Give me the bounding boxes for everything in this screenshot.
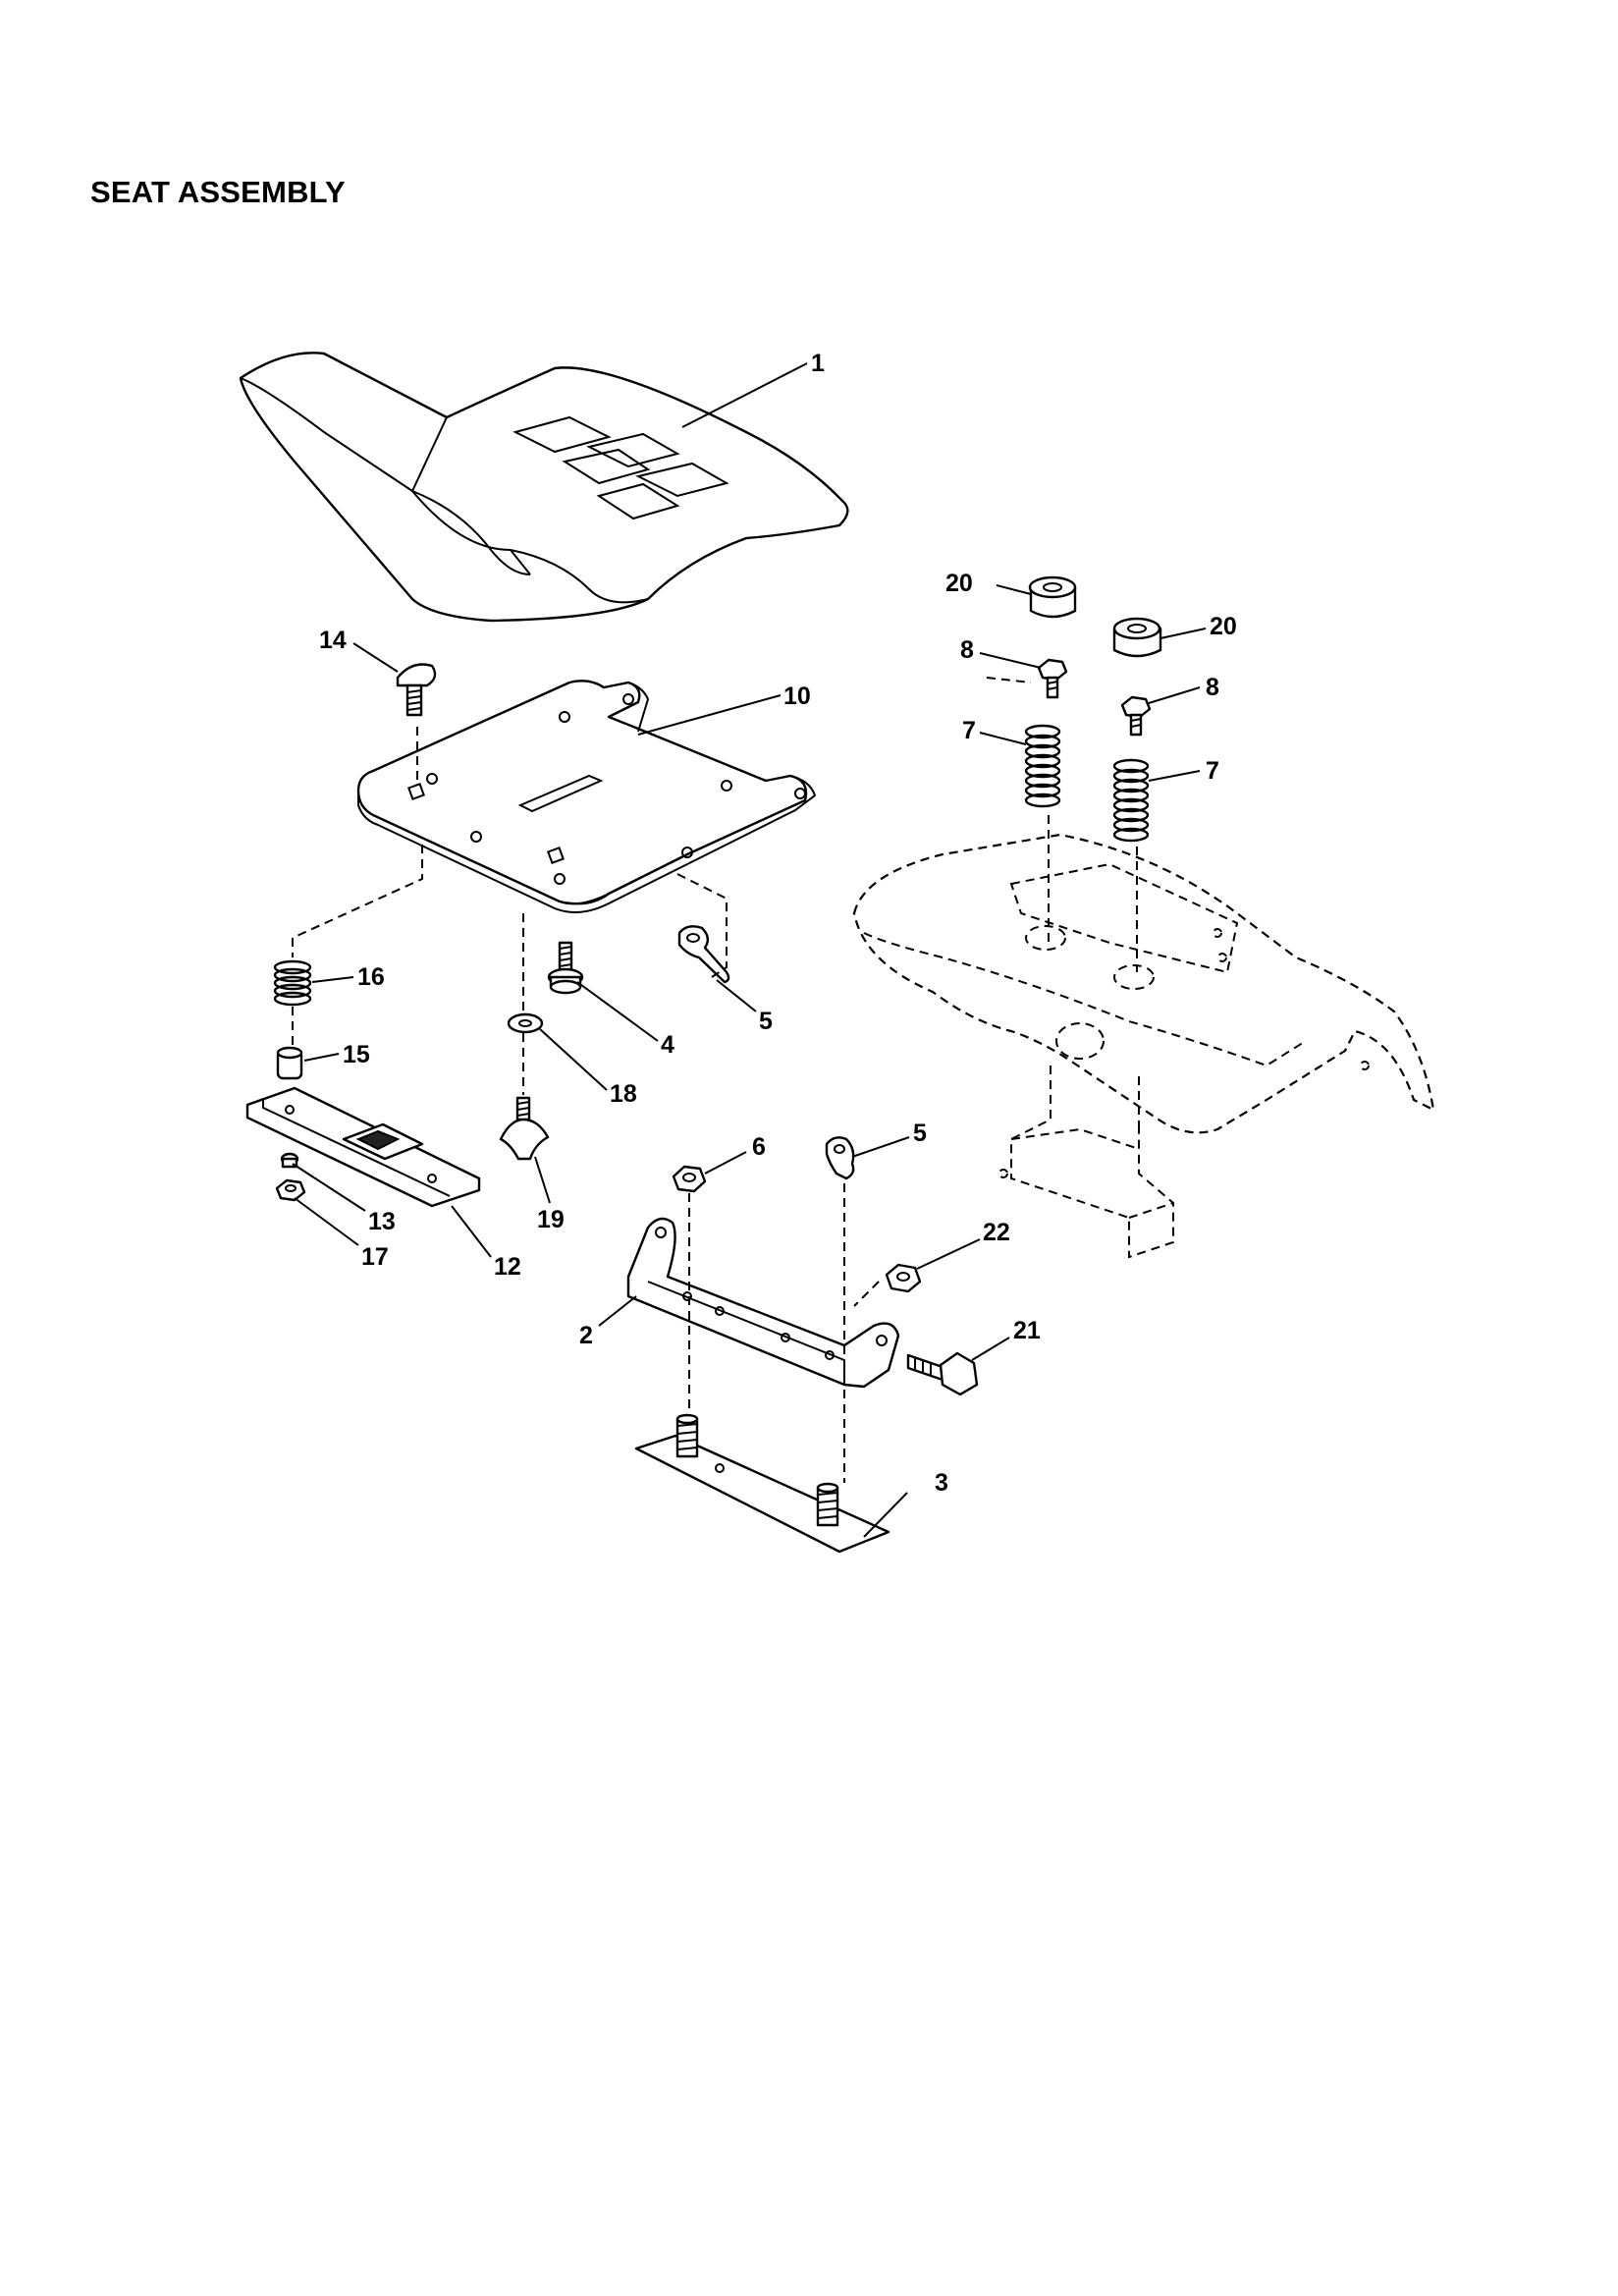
clip-icon [677,925,730,984]
seat-pan-icon [356,680,817,913]
leader-lines [292,362,1207,1538]
bolt-icon [1037,658,1068,699]
callout-8-left: 8 [960,636,974,664]
callout-15: 15 [343,1041,370,1068]
bolt-icon [1120,695,1152,737]
callout-7-right: 7 [1206,757,1219,785]
slide-plate-icon [245,1086,481,1208]
bushing-icon [1028,575,1077,619]
spring-icon [1112,758,1150,843]
callout-20-left: 20 [945,570,973,597]
washer-icon [280,1152,299,1169]
callout-13: 13 [368,1208,396,1235]
spring-icon [273,959,312,1007]
callout-4: 4 [661,1031,674,1059]
nut-icon [275,1178,306,1202]
callout-19: 19 [537,1206,565,1233]
callout-2: 2 [579,1322,593,1349]
callout-5-lower: 5 [913,1120,927,1147]
callout-17: 17 [361,1243,389,1271]
callout-3: 3 [935,1469,948,1497]
bumper-plate-icon [634,1413,890,1554]
callout-20-right: 20 [1210,613,1237,640]
callout-12: 12 [494,1253,521,1281]
carriage-bolt-icon [396,663,437,717]
callout-labels: 1 10 14 16 15 4 5 18 19 13 17 12 2 3 6 5… [319,350,1237,1497]
callout-14: 14 [319,627,347,654]
callout-1: 1 [811,350,825,377]
callout-10: 10 [783,683,811,710]
callout-5-upper: 5 [759,1008,773,1035]
washer-icon [507,1012,544,1034]
callout-8-right: 8 [1206,674,1219,701]
shoulder-bolt-icon [906,1351,979,1396]
bolt-icon [547,941,584,995]
callout-16: 16 [357,963,385,991]
bushing-icon [1112,617,1162,658]
callout-21: 21 [1013,1317,1041,1344]
callout-18: 18 [610,1080,637,1108]
clip-icon [825,1136,855,1180]
knob-icon [499,1096,550,1161]
callout-7-left: 7 [962,717,976,744]
page-title: SEAT ASSEMBLY [90,175,346,209]
spring-icon [1024,724,1061,808]
assembly-centerlines [292,677,1138,1483]
spacer-icon [276,1046,303,1080]
callout-22: 22 [983,1219,1010,1246]
seat-icon [239,352,849,623]
callout-6: 6 [752,1133,766,1161]
nut-icon [885,1263,922,1293]
frame-fender-outline [852,833,1435,1259]
nut-icon [672,1165,707,1193]
